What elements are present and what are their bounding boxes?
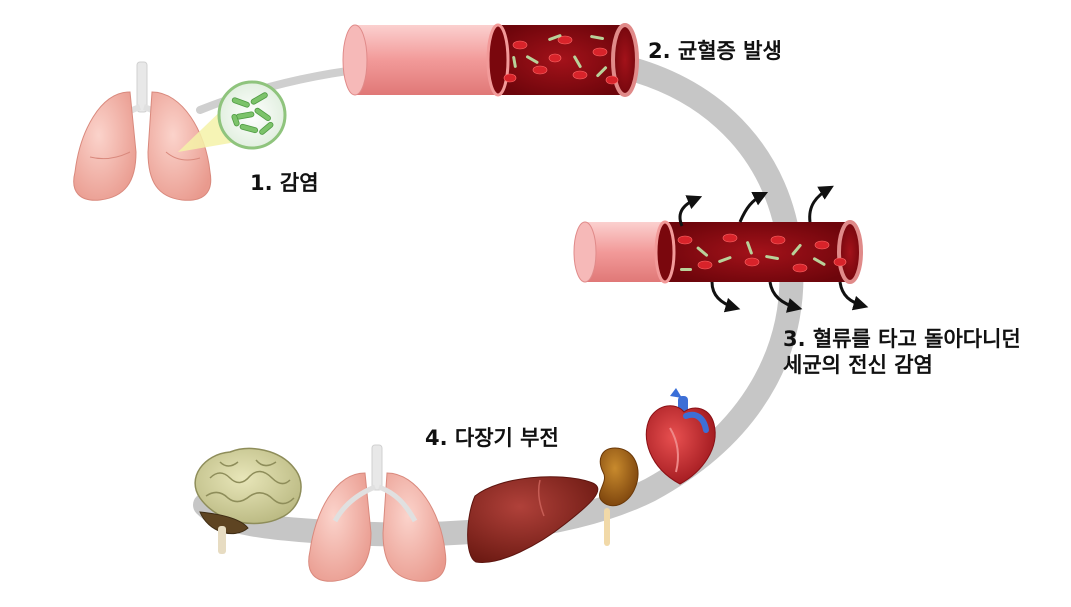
step-2-label: 2. 균혈증 발생: [648, 39, 782, 63]
kidney-icon: [599, 447, 639, 546]
liver-icon: [467, 476, 599, 563]
step-3-line-2: 세균의 전신 감염: [783, 353, 933, 378]
circulation-path-main: [193, 54, 804, 547]
step-3-line-1: 3. 혈류를 타고 돌아다니던: [783, 327, 1021, 351]
step-1-label: 1. 감염: [250, 171, 319, 195]
heart-icon: [645, 388, 716, 485]
blood-vessel-spreading-icon: [573, 185, 869, 313]
step-3-label: 3. 혈류를 타고 돌아다니던 세균의 전신 감염: [783, 326, 1021, 379]
lungs-bottom-icon: [308, 444, 447, 582]
bacteria-magnifier-icon: [217, 80, 287, 150]
blood-vessel-icon: [342, 23, 639, 97]
step-4-label: 4. 다장기 부전: [425, 426, 559, 450]
lungs-icon: [73, 61, 212, 201]
brain-icon: [194, 447, 302, 554]
